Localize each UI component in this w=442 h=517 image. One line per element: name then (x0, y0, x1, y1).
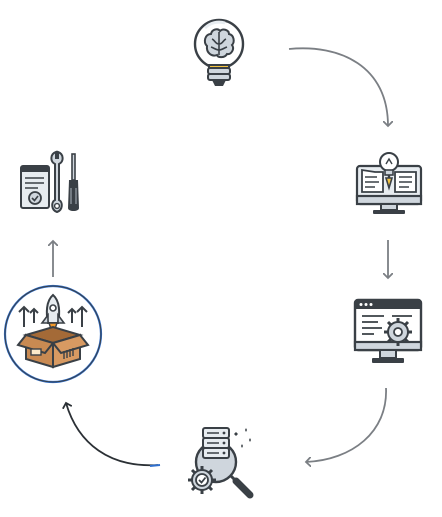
blueprint-monitor-icon (355, 152, 423, 214)
arrow-develop-to-test (306, 387, 387, 462)
arrow-test-to-launch (66, 403, 159, 467)
arrow-idea-to-design (288, 47, 388, 126)
code-monitor-gear-icon (353, 298, 423, 363)
rocket-box-icon (3, 284, 103, 384)
document-tools-icon (20, 150, 79, 214)
lightbulb-brain-icon (193, 18, 245, 86)
server-magnifier-icon (188, 427, 254, 499)
